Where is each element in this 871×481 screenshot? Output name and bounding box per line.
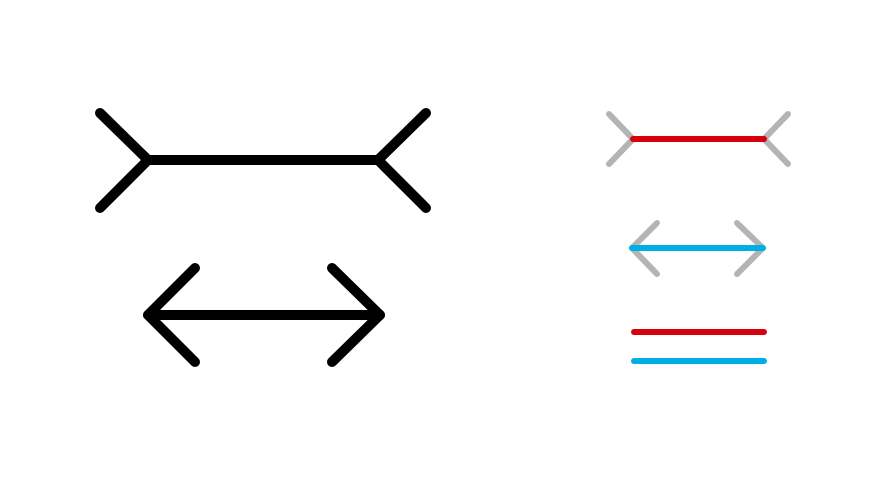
fins-out-figure (95, 108, 431, 213)
colored-fins-out-figure (606, 111, 791, 167)
right-arrowhead (327, 263, 385, 367)
right-fin (373, 108, 431, 213)
equal-lines-comparison (631, 329, 767, 364)
arrowheads-figure (143, 263, 385, 367)
gray-right-fin (761, 111, 791, 167)
gray-left-fin (606, 111, 636, 167)
left-fin (95, 108, 153, 213)
left-arrowhead (143, 263, 200, 367)
colored-arrowheads-figure (629, 220, 766, 277)
